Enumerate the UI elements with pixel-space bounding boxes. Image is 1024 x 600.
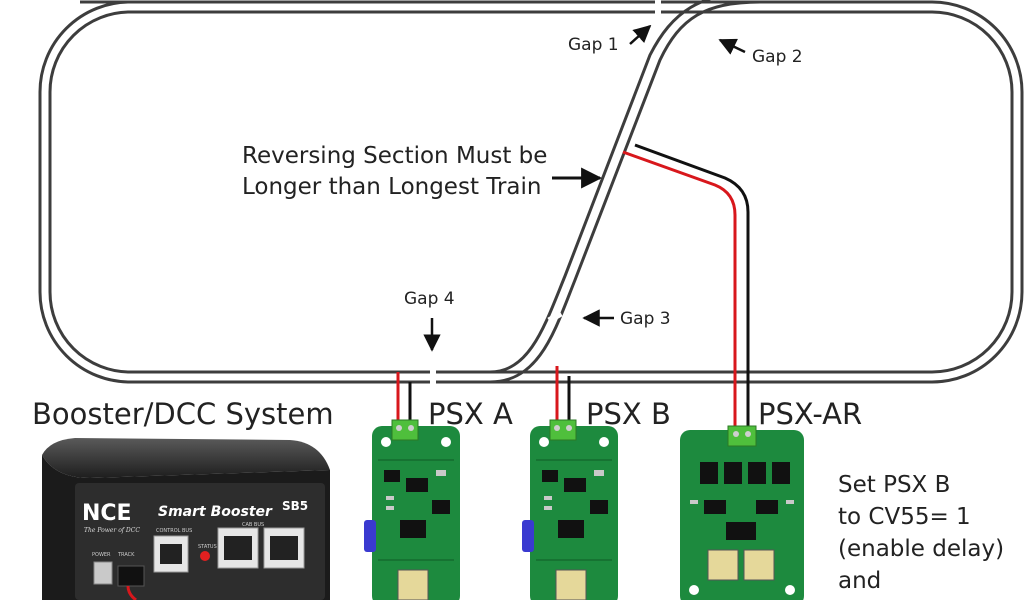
gap-4-label: Gap 4 bbox=[404, 289, 455, 309]
track-connector[interactable] bbox=[117, 565, 145, 587]
reversing-section-note: Reversing Section Must be Longer than Lo… bbox=[242, 143, 603, 200]
psx-b-terminal-block[interactable] bbox=[549, 419, 577, 441]
psx-ar-transformer-left bbox=[707, 549, 739, 581]
rail-gap-breaks bbox=[430, 0, 711, 386]
booster-unit: NCE The Power of DCC Smart Booster SB5 C… bbox=[42, 438, 330, 600]
psx-b-transformer bbox=[555, 569, 587, 600]
gap-3-callout: Gap 3 bbox=[582, 309, 671, 329]
psx-b-board bbox=[522, 419, 618, 600]
gap-2-label: Gap 2 bbox=[752, 47, 803, 67]
booster-brand-logo: NCE bbox=[82, 501, 132, 526]
booster-model-name: Smart Booster bbox=[158, 504, 273, 520]
config-note-line-3: (enable delay) bbox=[838, 536, 1004, 562]
psx-a-label: PSX A bbox=[428, 397, 513, 431]
wires bbox=[396, 143, 750, 430]
psx-ar-terminal-block[interactable] bbox=[727, 425, 757, 447]
gap-4-break bbox=[430, 368, 436, 386]
booster-top-face bbox=[42, 438, 330, 478]
psx-a-board bbox=[364, 419, 460, 600]
booster-cab-bus-label: CAB BUS bbox=[242, 522, 264, 528]
psx-ar-label: PSX-AR bbox=[758, 397, 862, 431]
track-outer-rail bbox=[38, 0, 1024, 384]
psx-a-blue-jumper[interactable] bbox=[364, 520, 376, 552]
reversing-section-track bbox=[432, 0, 761, 384]
gap-1-break bbox=[655, 0, 661, 15]
config-note-line-1: Set PSX B bbox=[838, 472, 950, 498]
booster-status-label: STATUS bbox=[198, 544, 217, 550]
psx-ar-black-wire bbox=[634, 143, 750, 430]
gap-3-label: Gap 3 bbox=[620, 309, 671, 329]
psx-a-transformer bbox=[397, 569, 429, 600]
reversing-rail-left bbox=[432, 0, 761, 384]
config-note-line-2: to CV55= 1 bbox=[838, 504, 971, 530]
config-note-line-4: and bbox=[838, 568, 881, 594]
oval-track-loop bbox=[38, 0, 1024, 384]
booster-track-label: TRACK bbox=[117, 552, 135, 558]
reversing-note-line-1: Reversing Section Must be bbox=[242, 143, 547, 169]
gap-2-break bbox=[699, 25, 711, 37]
status-led bbox=[200, 551, 210, 561]
psx-ar-transformer-right bbox=[743, 549, 775, 581]
psx-a-terminal-block[interactable] bbox=[391, 419, 419, 441]
psx-ar-pcb bbox=[680, 430, 804, 600]
psx-ar-red-wire bbox=[622, 150, 737, 430]
booster-power-label: POWER bbox=[92, 552, 111, 558]
track-output-wire bbox=[126, 585, 137, 600]
gap-2-callout: Gap 2 bbox=[718, 38, 803, 67]
booster-control-bus-label: CONTROL BUS bbox=[156, 528, 192, 534]
track-inner-rail bbox=[48, 10, 1014, 374]
psx-b-label: PSX B bbox=[586, 397, 671, 431]
config-note: Set PSX B to CV55= 1 (enable delay) and bbox=[838, 472, 1004, 594]
gap-1-callout: Gap 1 bbox=[568, 24, 652, 55]
booster-title: Booster/DCC System bbox=[32, 397, 334, 431]
gap-4-callout: Gap 4 bbox=[404, 289, 455, 352]
psx-ar-board bbox=[680, 425, 804, 600]
gap-3-break bbox=[547, 310, 563, 324]
psx-a-pcb bbox=[372, 426, 460, 600]
reversing-rail-right bbox=[432, 0, 711, 374]
power-jack[interactable] bbox=[93, 561, 113, 585]
reversing-note-line-2: Longer than Longest Train bbox=[242, 174, 541, 200]
booster-model-code: SB5 bbox=[282, 499, 308, 513]
psx-b-blue-jumper[interactable] bbox=[522, 520, 534, 552]
gap-1-label: Gap 1 bbox=[568, 35, 619, 55]
booster-tagline: The Power of DCC bbox=[84, 527, 140, 534]
psx-b-pcb bbox=[530, 426, 618, 600]
